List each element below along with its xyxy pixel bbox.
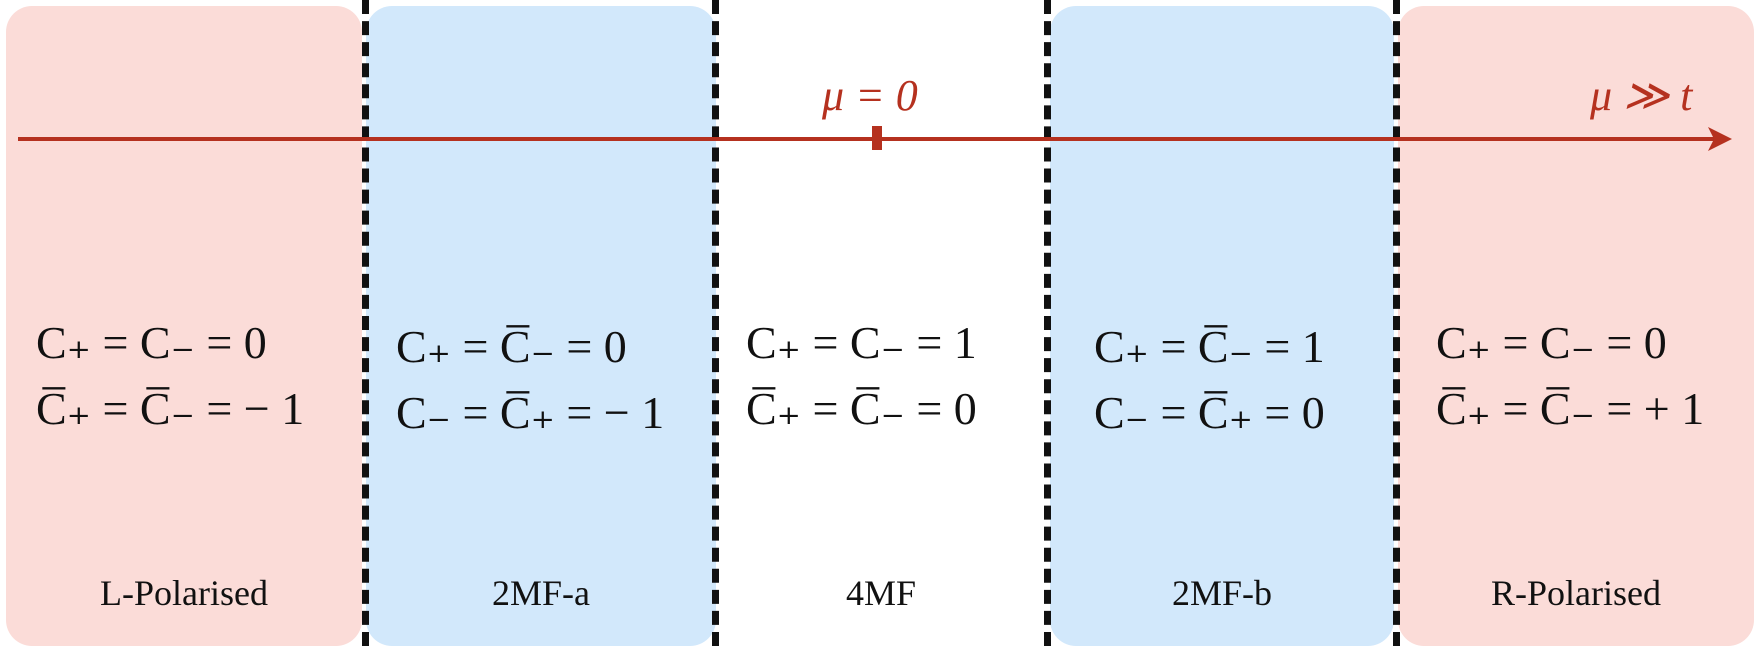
region-4mf-equations: C₊ = C₋ = 1 C̅₊ = C̅₋ = 0 xyxy=(746,310,977,442)
equation-line-2: C̅₊ = C̅₋ = − 1 xyxy=(36,383,305,434)
region-l-polarised-equations: C₊ = C₋ = 0 C̅₊ = C̅₋ = − 1 xyxy=(36,310,304,442)
region-2mf-a-equations: C₊ = C̅₋ = 0 C₋ = C̅₊ = − 1 xyxy=(396,314,664,446)
equation-line-1: C₊ = C̅₋ = 1 xyxy=(1094,321,1325,372)
phase-boundary-2 xyxy=(712,0,719,646)
region-r-polarised-label: R-Polarised xyxy=(1491,573,1661,613)
phase-boundary-3 xyxy=(1044,0,1051,646)
phase-boundary-4 xyxy=(1393,0,1400,646)
mu-axis-arrowhead xyxy=(1708,127,1732,151)
equation-line-1: C₊ = C₋ = 1 xyxy=(746,317,977,368)
region-2mf-b-equations: C₊ = C̅₋ = 1 C₋ = C̅₊ = 0 xyxy=(1094,314,1325,446)
region-4mf-label: 4MF xyxy=(845,573,917,613)
region-2mf-b-bg xyxy=(1050,6,1394,646)
equation-line-1: C₊ = C₋ = 0 xyxy=(36,317,267,368)
equation-line-1: C₊ = C̅₋ = 0 xyxy=(396,321,627,372)
region-l-polarised-label: L-Polarised xyxy=(100,573,268,613)
mu-zero-tick xyxy=(872,126,882,150)
region-2mf-a-label: 2MF-a xyxy=(492,573,590,613)
mu-large-label: μ ≫ t xyxy=(1590,71,1693,120)
region-r-polarised-bg xyxy=(1398,6,1754,646)
phase-boundary-1 xyxy=(362,0,369,646)
equation-line-2: C₋ = C̅₊ = 0 xyxy=(1094,387,1325,438)
equation-line-2: C̅₊ = C̅₋ = 0 xyxy=(746,383,977,434)
mu-zero-label: μ = 0 xyxy=(822,71,918,120)
region-2mf-a-bg xyxy=(366,6,716,646)
equation-line-1: C₊ = C₋ = 0 xyxy=(1436,317,1667,368)
region-2mf-b-label: 2MF-b xyxy=(1171,573,1273,613)
equation-line-2: C₋ = C̅₊ = − 1 xyxy=(396,387,665,438)
region-r-polarised-equations: C₊ = C₋ = 0 C̅₊ = C̅₋ = + 1 xyxy=(1436,310,1704,442)
region-l-polarised-bg xyxy=(6,6,362,646)
equation-line-2: C̅₊ = C̅₋ = + 1 xyxy=(1436,383,1705,434)
